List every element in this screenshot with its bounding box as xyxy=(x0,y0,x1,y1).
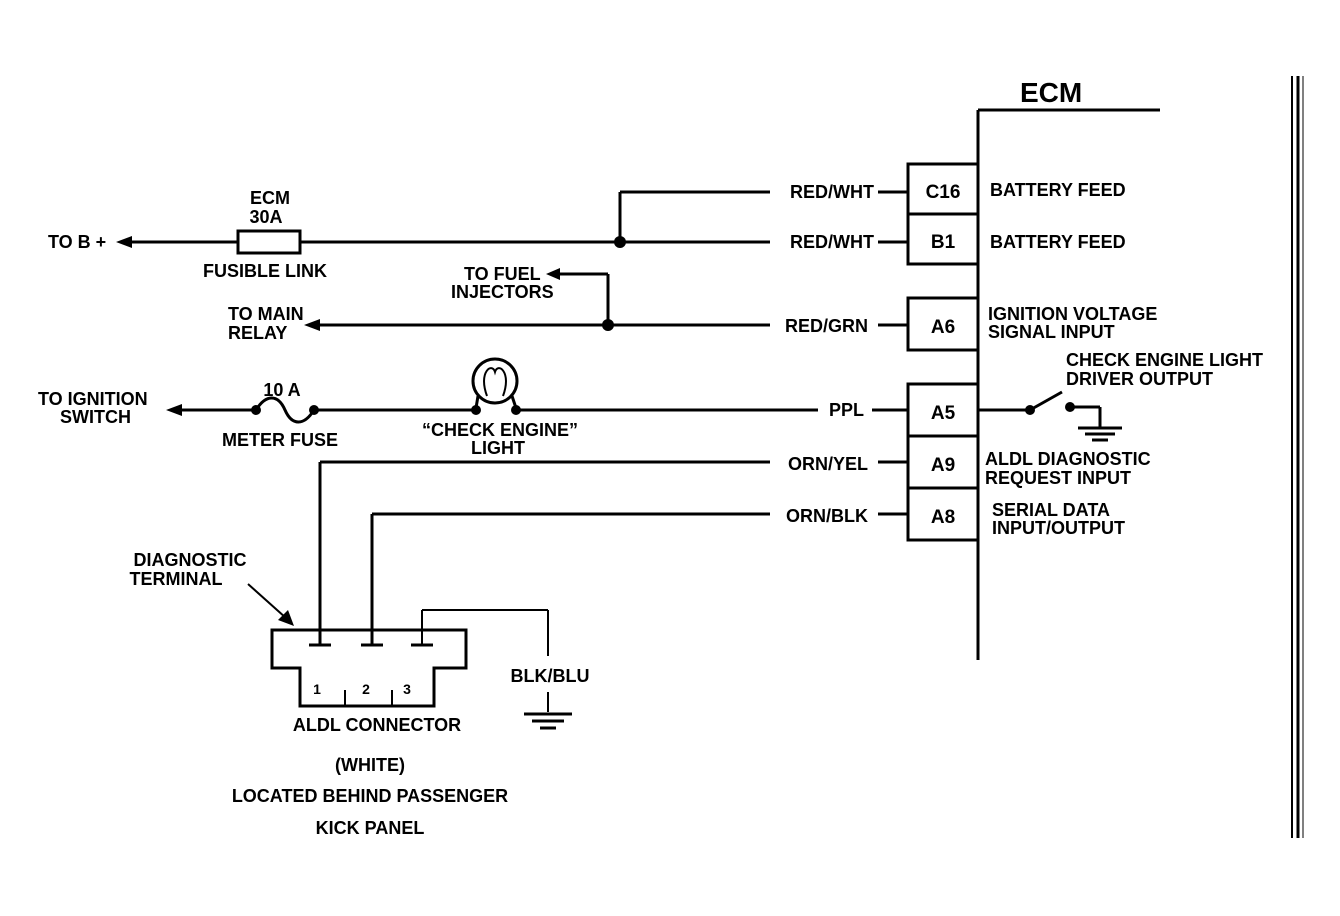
function-a6-line1: IGNITION VOLTAGE xyxy=(988,304,1157,324)
wire-label-c16: RED/WHT xyxy=(790,182,874,202)
function-a8-line1: SERIAL DATA xyxy=(992,500,1110,520)
fuel-injectors-line1: TO FUEL xyxy=(464,264,541,284)
check-engine-light-line1: “CHECK ENGINE” xyxy=(422,420,578,440)
aldl-pin-1: 1 xyxy=(313,681,321,697)
meter-fuse-label: METER FUSE xyxy=(222,430,338,450)
aldl-pin-2: 2 xyxy=(362,681,370,697)
arrow-left-icon xyxy=(304,319,320,331)
arrow-left-icon xyxy=(546,268,560,280)
pin-label-b1: B1 xyxy=(931,232,956,253)
aldl-connector-label: ALDL CONNECTOR xyxy=(293,715,461,735)
ground-icon xyxy=(1078,426,1122,442)
pin-label-a9: A9 xyxy=(931,455,955,476)
pin-box-a9 xyxy=(906,434,980,490)
pin-label-a5: A5 xyxy=(931,403,956,424)
page-edge xyxy=(1291,76,1304,838)
wire-label-a5: PPL xyxy=(829,400,864,420)
driver-switch-icon xyxy=(978,390,1102,428)
function-a8-line2: INPUT/OUTPUT xyxy=(992,518,1125,538)
function-b1: BATTERY FEED xyxy=(990,232,1126,252)
wire-label-a9: ORN/YEL xyxy=(788,454,868,474)
pin-box-c16 xyxy=(906,162,980,216)
lamp-icon xyxy=(471,357,521,415)
meter-fuse-rating: 10 A xyxy=(263,380,300,400)
arrow-left-icon xyxy=(116,236,132,248)
fuse-icon xyxy=(251,396,319,424)
aldl-ground-wire-label: BLK/BLU xyxy=(511,666,590,686)
main-relay-line2: RELAY xyxy=(228,323,287,343)
function-a6-line2: SIGNAL INPUT xyxy=(988,322,1115,342)
arrow-left-icon xyxy=(166,404,182,416)
aldl-color-note: (WHITE) xyxy=(335,755,405,775)
pin-box-b1 xyxy=(906,212,980,266)
ignition-switch-line1: TO IGNITION xyxy=(38,389,148,409)
wiring xyxy=(130,190,908,656)
check-engine-driver-line1: CHECK ENGINE LIGHT xyxy=(1066,350,1263,370)
wire-label-b1: RED/WHT xyxy=(790,232,874,252)
wire-label-a6: RED/GRN xyxy=(785,316,868,336)
wire-label-a8: ORN/BLK xyxy=(786,506,868,526)
ecm-module: ECM C16 B1 A6 A5 A9 A8 BATTERY FEED BATT… xyxy=(906,77,1263,660)
ignition-switch-line2: SWITCH xyxy=(60,407,131,427)
function-a9-line1: ALDL DIAGNOSTIC xyxy=(985,449,1151,469)
aldl-pin-3: 3 xyxy=(403,681,411,697)
aldl-location-line2: KICK PANEL xyxy=(316,818,425,838)
fusible-link-icon xyxy=(236,229,302,255)
check-engine-light-line2: LIGHT xyxy=(471,438,525,458)
aldl-connector-body xyxy=(270,628,468,708)
main-relay-line1: TO MAIN xyxy=(228,304,304,324)
ecm-title: ECM xyxy=(1020,77,1082,108)
fusible-link-name-line2: 30A xyxy=(249,207,282,227)
to-b-plus-label: TO B + xyxy=(48,232,106,252)
function-a9-line2: REQUEST INPUT xyxy=(985,468,1131,488)
fusible-link-label: FUSIBLE LINK xyxy=(203,261,327,281)
ground-icon xyxy=(524,692,572,730)
aldl-location-line1: LOCATED BEHIND PASSENGER xyxy=(232,786,508,806)
check-engine-driver-line2: DRIVER OUTPUT xyxy=(1066,369,1213,389)
pin-label-a6: A6 xyxy=(931,317,955,338)
diagnostic-terminal-line1: DIAGNOSTIC xyxy=(133,550,246,570)
function-c16: BATTERY FEED xyxy=(990,180,1126,200)
aldl-connector: DIAGNOSTIC TERMINAL 1 2 3 BLK/BLU ALDL C… xyxy=(130,550,590,838)
fuel-injectors-line2: INJECTORS xyxy=(451,282,554,302)
fusible-link-name-line1: ECM xyxy=(250,188,290,208)
pin-label-c16: C16 xyxy=(926,182,961,203)
pin-label-a8: A8 xyxy=(931,507,955,528)
pointer-arrow-icon xyxy=(247,583,294,626)
diagnostic-terminal-line2: TERMINAL xyxy=(130,569,223,589)
